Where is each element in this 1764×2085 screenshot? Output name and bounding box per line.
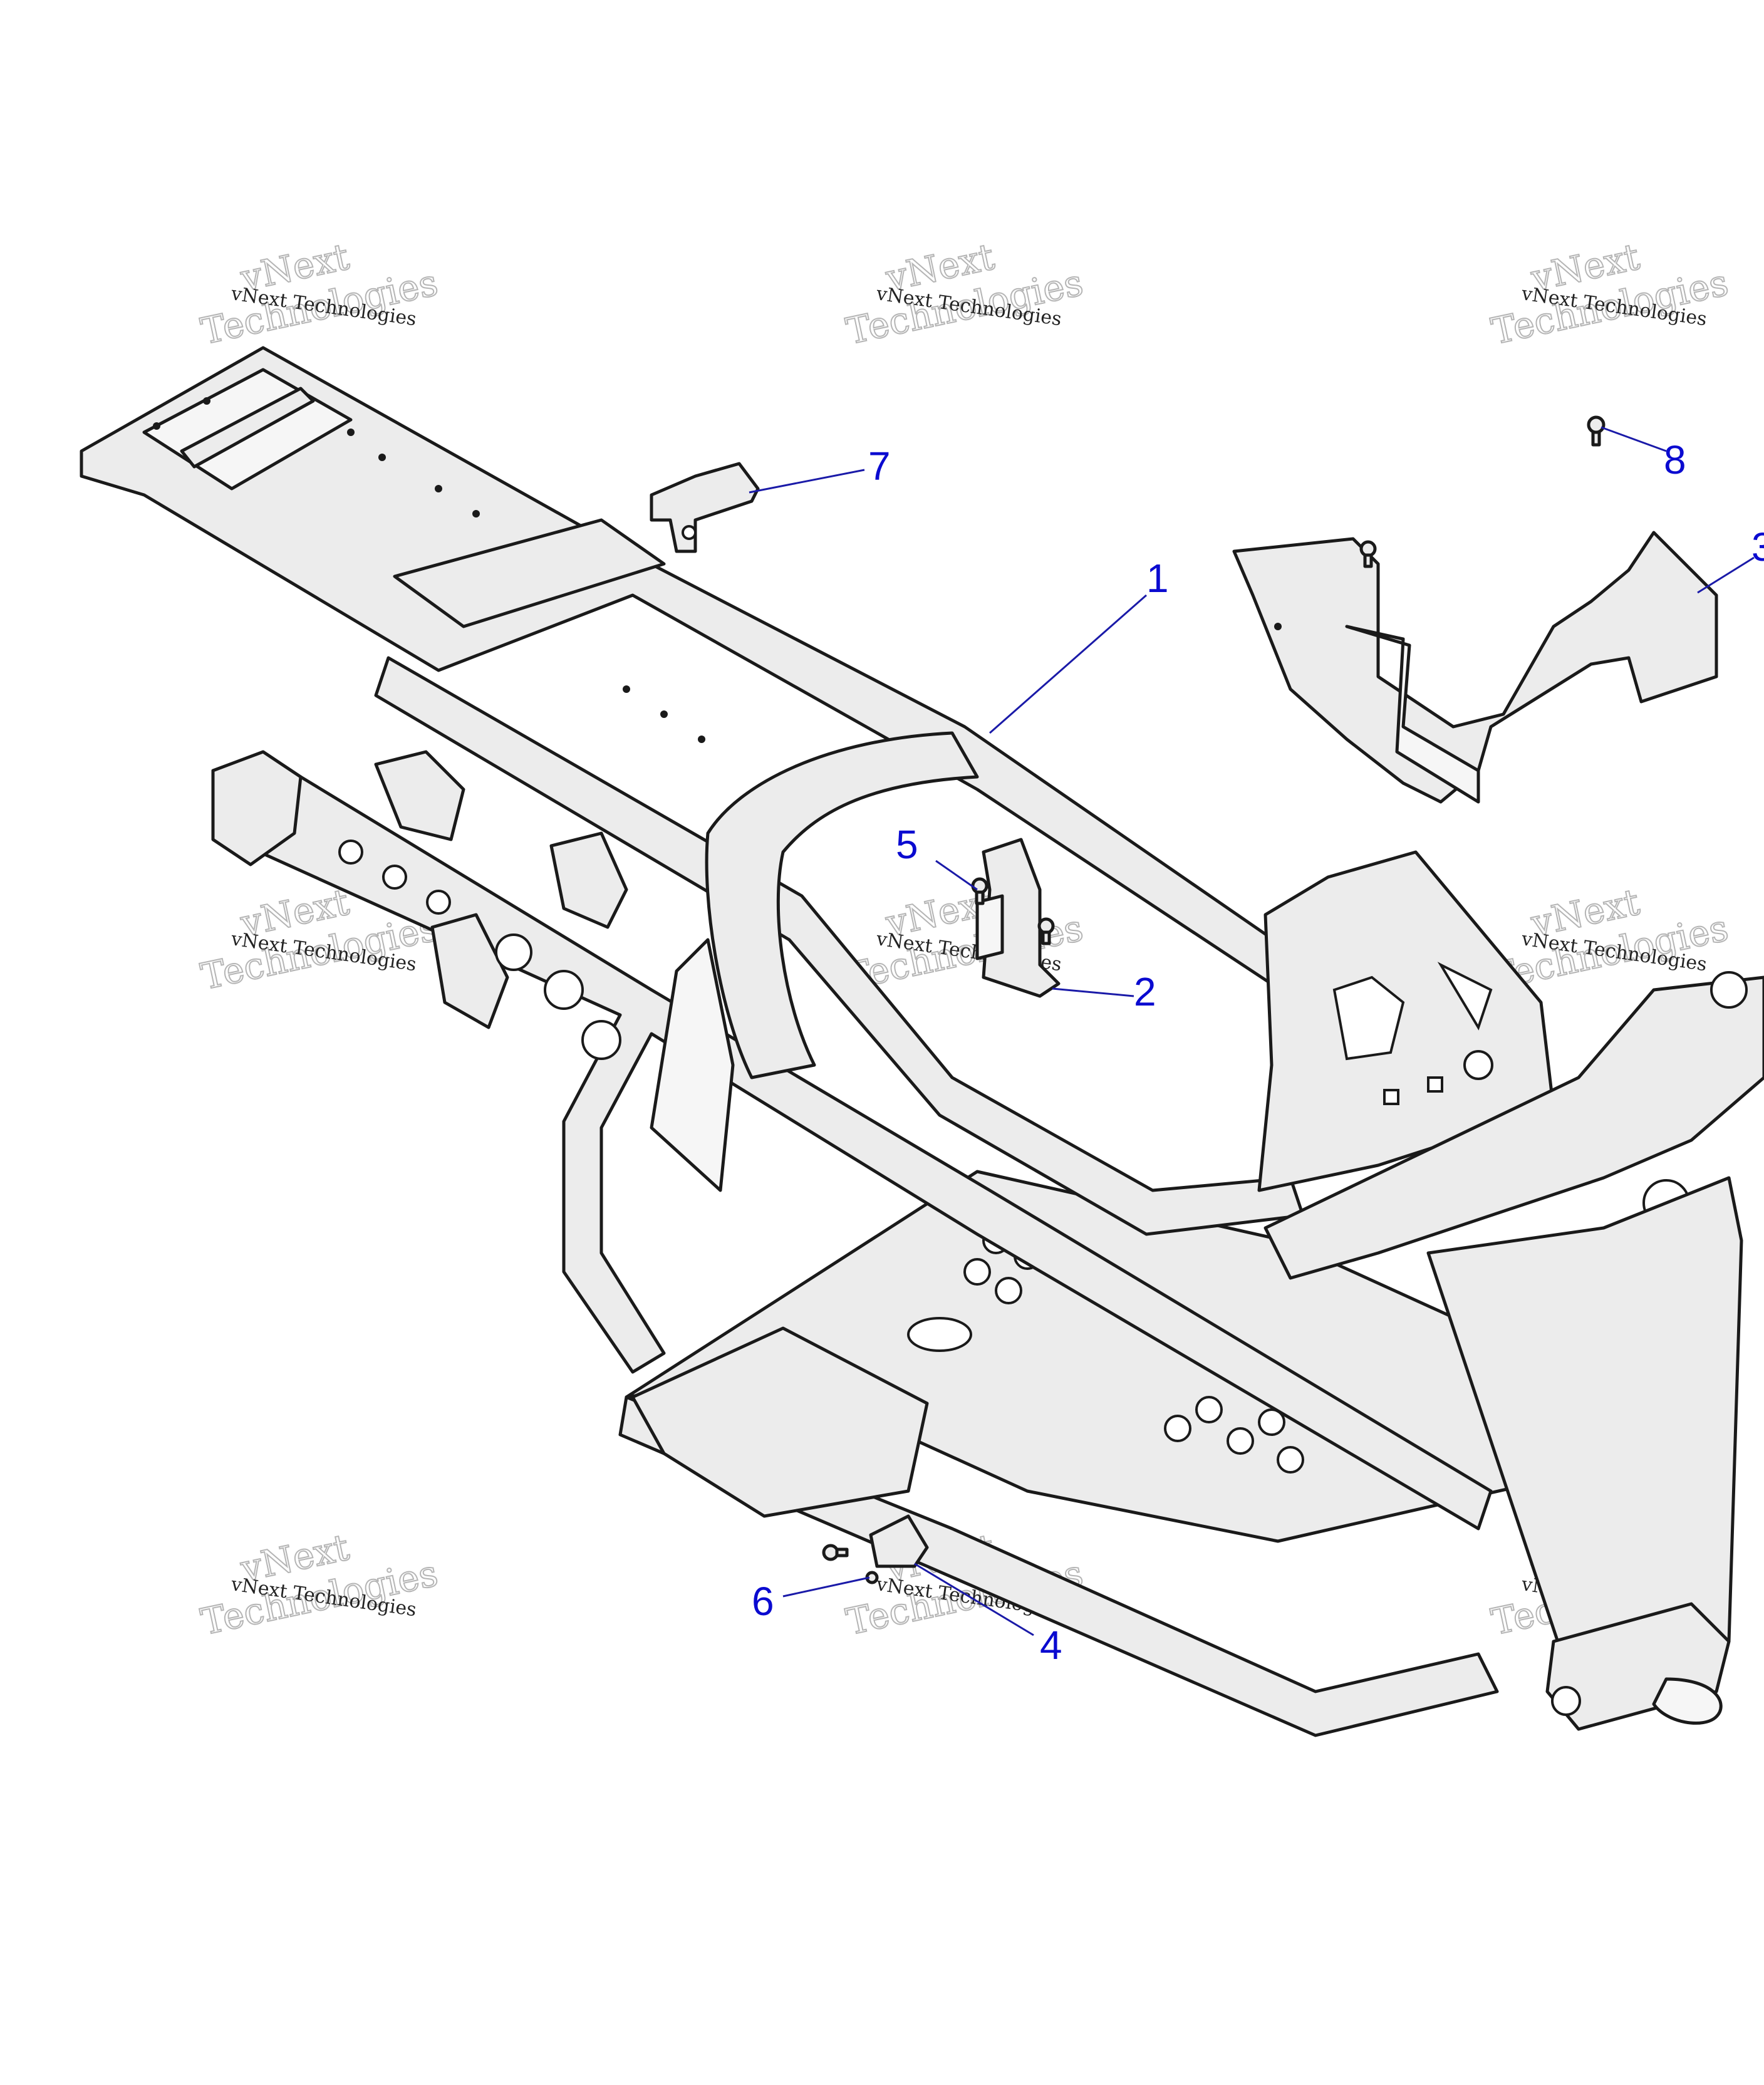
bolt-part-8: [1587, 415, 1606, 447]
leader-4: [914, 1562, 1034, 1636]
callout-7: 7: [868, 444, 891, 489]
left-lower-rail: [230, 775, 1493, 1531]
rear-shock-tower: [1263, 975, 1764, 1280]
watermark-bottom-left: vNext Technologies: [197, 1525, 442, 1644]
bolt-part-6: [822, 1544, 849, 1561]
front-mount-bracket-low: [430, 913, 509, 1029]
bolts: [822, 415, 1606, 1584]
bracket-part-2: [975, 838, 1061, 998]
upper-main-rail: [80, 346, 1349, 1036]
front-skid-plate: [631, 1326, 929, 1518]
front-rail-holes: [338, 840, 621, 1060]
center-hoop-inner: [650, 938, 735, 1192]
callout-6: 6: [752, 1579, 774, 1624]
callout-3: 3: [1751, 524, 1764, 569]
leader-3: [1697, 556, 1755, 594]
bracket-part-4: [869, 1514, 929, 1568]
callout-5: 5: [896, 822, 918, 867]
watermark-top-left: vNext Technologies: [197, 234, 442, 353]
gusset-plate-holes: [1332, 962, 1493, 1105]
callout-1: 1: [1146, 556, 1169, 601]
watermark-top-right: vNext Technologies: [1487, 234, 1733, 353]
leader-8: [1601, 426, 1667, 452]
rear-ladder-bar: [180, 387, 315, 469]
shock-mount-hole: [1710, 971, 1748, 1009]
callouts: 1 2 3 4 5 6 7 8: [752, 437, 1764, 1668]
tow-loop: [1652, 1677, 1723, 1725]
callout-2: 2: [1134, 969, 1156, 1014]
hitch-pin-hole: [1551, 1686, 1581, 1716]
bracket-part-7: [650, 462, 760, 553]
callout-4: 4: [1040, 1623, 1062, 1668]
rear-shield-part-3: [1232, 531, 1718, 804]
leader-5: [935, 860, 978, 891]
leader-2: [1052, 987, 1134, 997]
leader-lines: [749, 426, 1755, 1636]
main-frame: [80, 346, 1764, 1737]
bolt-shield: [1359, 540, 1377, 568]
front-mount-bracket-inner: [549, 831, 628, 929]
front-mount-bracket-left: [211, 750, 303, 866]
leader-6: [782, 1576, 870, 1598]
callout-8: 8: [1664, 437, 1686, 482]
leader-7: [749, 469, 865, 494]
front-mount-bracket-mid: [374, 750, 465, 841]
watermark-top-center: vNext Technologies: [842, 234, 1087, 353]
bolt-bracket-2: [1037, 917, 1055, 945]
center-hoop: [705, 731, 979, 1079]
leader-1: [989, 594, 1147, 734]
seat-cross-member: [393, 518, 666, 628]
